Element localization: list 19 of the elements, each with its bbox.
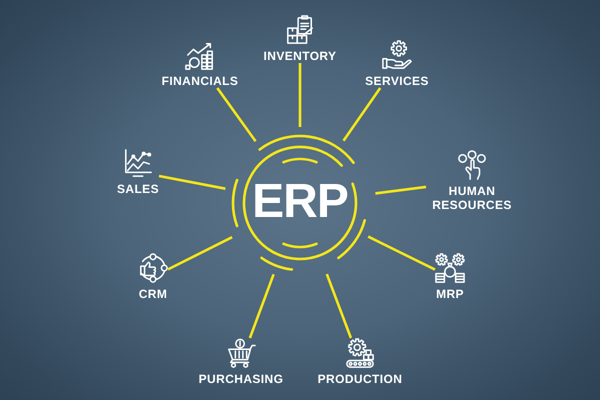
module-label: INVENTORY [264, 49, 336, 63]
ray-line [375, 186, 426, 195]
module-label: FINANCIALS [162, 74, 238, 88]
hub-title: ERP [252, 178, 348, 226]
module-label: HUMAN RESOURCES [431, 184, 513, 212]
ray-line [326, 274, 352, 338]
ray-line [298, 63, 302, 127]
module-label: PURCHASING [198, 372, 284, 386]
ray-line [248, 274, 275, 338]
ray-line [342, 87, 382, 142]
module-label: SERVICES [365, 74, 429, 88]
module-label: CRM [138, 287, 168, 301]
module-label: MRP [436, 287, 464, 301]
module-label: SALES [116, 182, 159, 196]
ray-line [167, 236, 233, 271]
ray-line [216, 87, 257, 142]
ray-line [368, 235, 436, 271]
ray-line [158, 174, 226, 190]
module-label: PRODUCTION [318, 372, 402, 386]
